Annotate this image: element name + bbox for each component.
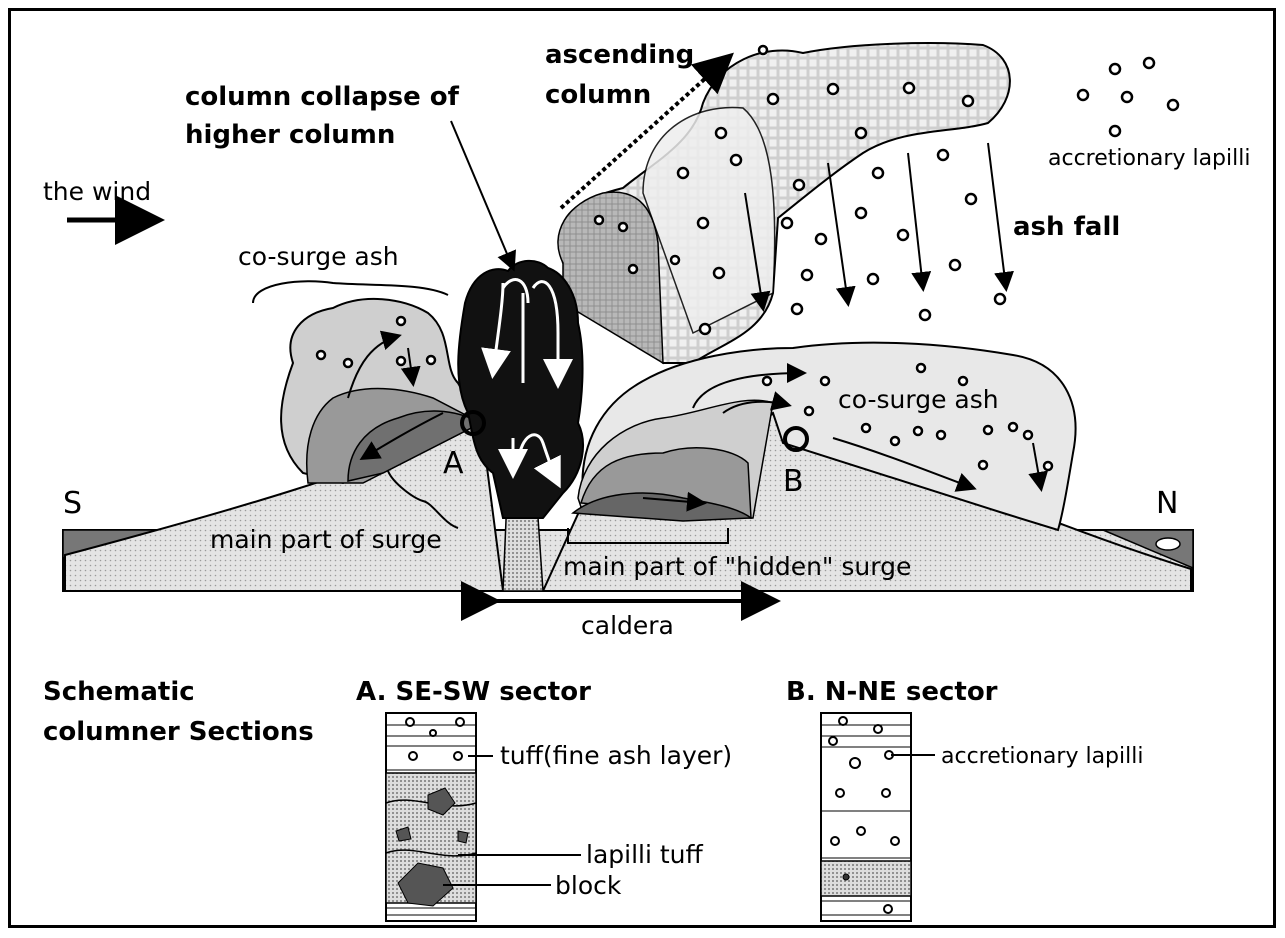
column-collapse-label-2: higher column <box>185 120 395 150</box>
north-label: N <box>1156 486 1178 521</box>
accretionary-lapilli-top-label: accretionary lapilli <box>1048 146 1250 171</box>
ascending-label-1: ascending <box>545 40 694 70</box>
section-a-title: A. SE-SW sector <box>356 677 591 707</box>
lapilli-tuff-label: lapilli tuff <box>586 840 704 869</box>
section-a-column <box>386 713 476 921</box>
co-surge-right-label: co-surge ash <box>838 385 999 414</box>
point-b-label: B <box>783 464 804 499</box>
south-label: S <box>63 486 82 521</box>
accretionary-lapilli-b-label: accretionary lapilli <box>941 744 1143 769</box>
main-surge-label: main part of surge <box>210 525 442 554</box>
eruption-diagram: the wind column collapse of higher colum… <box>11 11 1273 925</box>
point-a-label: A <box>443 446 464 481</box>
ascending-label-2: column <box>545 80 651 110</box>
caldera-label: caldera <box>581 611 674 640</box>
hidden-surge-label: main part of "hidden" surge <box>563 552 911 581</box>
block-label: block <box>555 871 622 900</box>
section-b-column <box>821 713 911 921</box>
sections-heading-1: Schematic <box>43 677 195 707</box>
ash-fall-label: ash fall <box>1013 212 1120 242</box>
section-b-title: B. N-NE sector <box>786 677 998 707</box>
sections-heading-2: columner Sections <box>43 717 314 747</box>
tuff-label: tuff(fine ash layer) <box>500 741 732 770</box>
wind-label: the wind <box>43 177 151 206</box>
column-collapse-label-1: column collapse of <box>185 82 460 112</box>
co-surge-left-label: co-surge ash <box>238 242 399 271</box>
diagram-frame: the wind column collapse of higher colum… <box>8 8 1276 928</box>
